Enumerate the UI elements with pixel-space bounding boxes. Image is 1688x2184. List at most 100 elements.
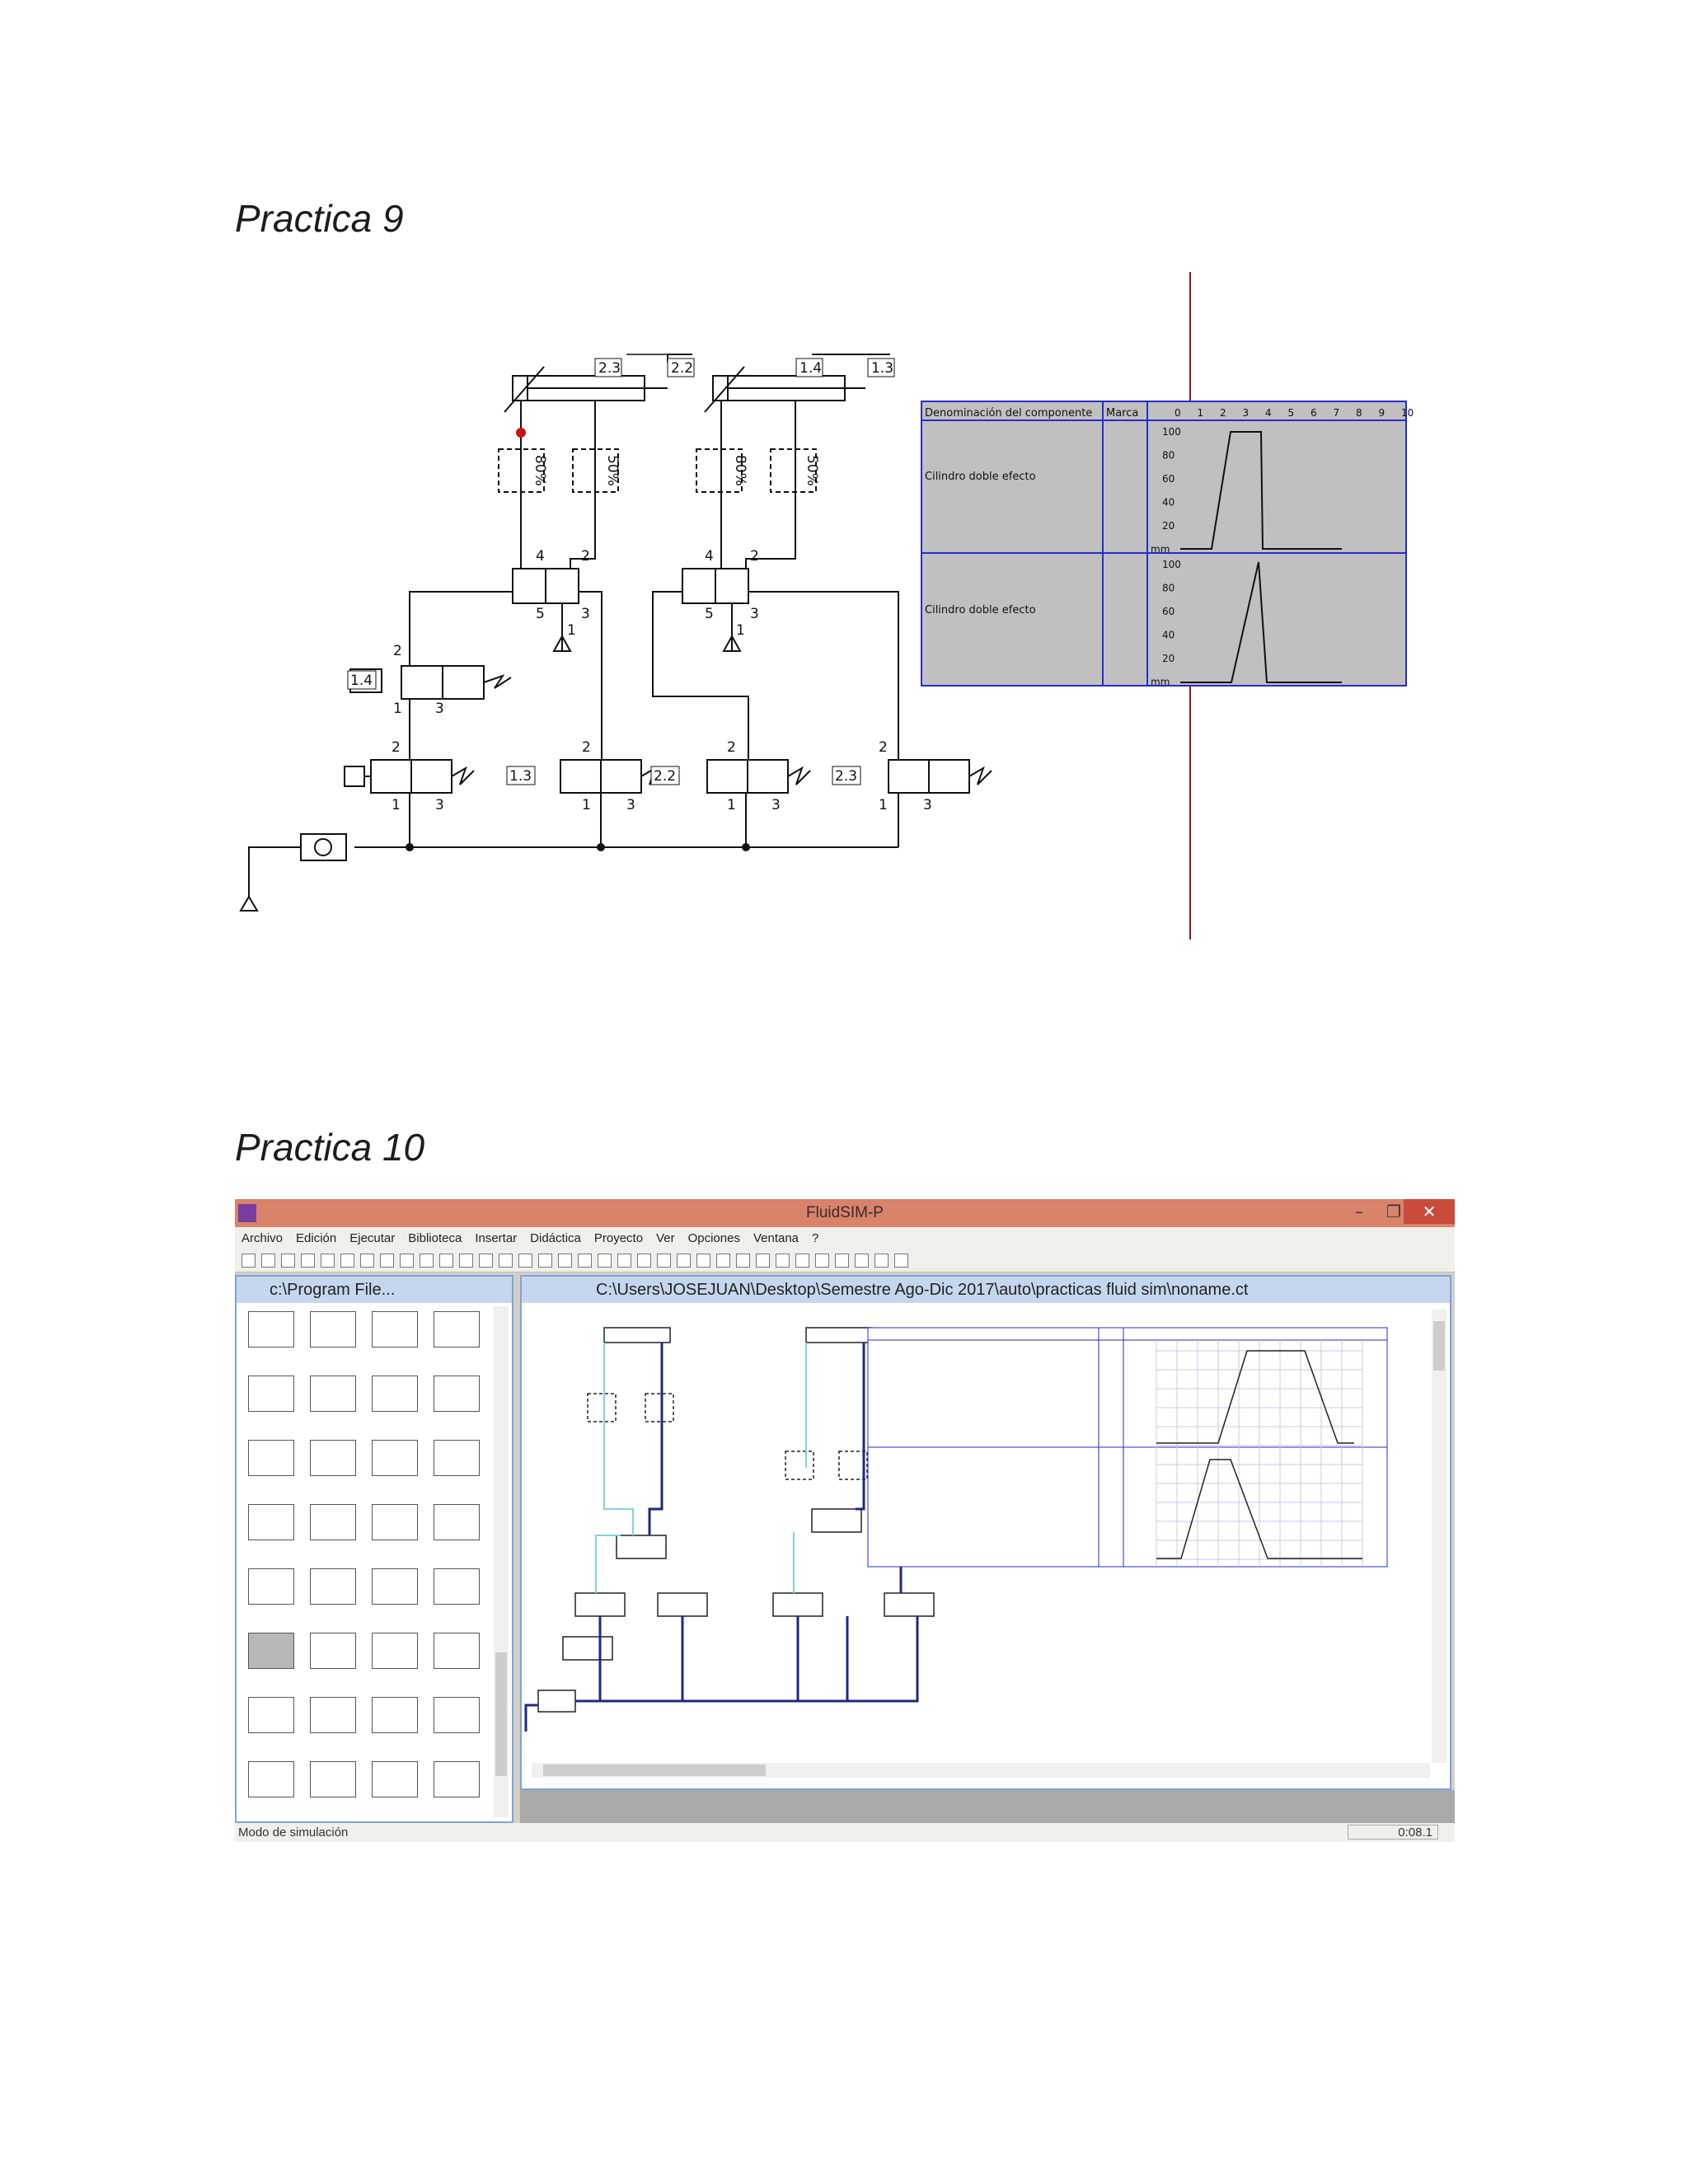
toolbar-button-icon[interactable] [321, 1254, 335, 1268]
menu-insertar[interactable]: Insertar [475, 1230, 518, 1245]
library-component[interactable] [427, 1306, 485, 1367]
library-component[interactable] [365, 1756, 423, 1817]
toolbar-button-icon[interactable] [301, 1254, 315, 1268]
circuit-vscrollbar[interactable] [1432, 1310, 1447, 1763]
library-component[interactable] [303, 1756, 361, 1817]
library-component[interactable] [427, 1371, 485, 1432]
toolbar-button-icon[interactable] [815, 1254, 829, 1268]
library-component[interactable] [427, 1692, 485, 1753]
toolbar-button-icon[interactable] [776, 1254, 790, 1268]
library-component[interactable] [365, 1692, 423, 1753]
library-component[interactable] [241, 1692, 299, 1753]
menu-ventana[interactable]: Ventana [753, 1230, 799, 1245]
toolbar-button-icon[interactable] [499, 1254, 513, 1268]
library-component[interactable] [365, 1306, 423, 1367]
component-symbol-icon [434, 1311, 480, 1347]
valve-b3-port-1: 1 [727, 797, 736, 813]
library-component[interactable] [427, 1499, 485, 1560]
library-component[interactable] [303, 1628, 361, 1689]
toolbar-button-icon[interactable] [617, 1254, 631, 1268]
library-component[interactable] [303, 1306, 361, 1367]
toolbar-button-icon[interactable] [420, 1254, 434, 1268]
toolbar-button-icon[interactable] [736, 1254, 750, 1268]
toolbar-button-icon[interactable] [835, 1254, 849, 1268]
minimize-button[interactable]: – [1355, 1202, 1363, 1221]
menu-ver[interactable]: Ver [656, 1230, 675, 1245]
library-component[interactable] [365, 1435, 423, 1496]
embedded-row1-curve [1156, 1350, 1354, 1444]
toolbar-button-icon[interactable] [795, 1254, 809, 1268]
library-window: c:\Program File... [235, 1275, 513, 1823]
menu-bar: Archivo Edición Ejecutar Biblioteca Inse… [235, 1227, 1455, 1249]
circuit-hscrollbar[interactable] [532, 1763, 1430, 1778]
library-component[interactable] [303, 1371, 361, 1432]
toolbar-button-icon[interactable] [855, 1254, 869, 1268]
library-component[interactable] [303, 1563, 361, 1624]
library-component[interactable] [427, 1756, 485, 1817]
library-component[interactable] [241, 1499, 299, 1560]
toolbar-button-icon[interactable] [756, 1254, 770, 1268]
menu-help[interactable]: ? [812, 1230, 819, 1245]
toolbar-button-icon[interactable] [874, 1254, 889, 1268]
library-component[interactable] [241, 1756, 299, 1817]
toolbar-button-icon[interactable] [637, 1254, 651, 1268]
library-component[interactable] [241, 1563, 299, 1624]
toolbar-button-icon[interactable] [696, 1254, 710, 1268]
valve-left-port-1: 1 [567, 622, 576, 639]
library-component[interactable] [427, 1628, 485, 1689]
library-component[interactable] [365, 1499, 423, 1560]
toolbar-button-icon[interactable] [439, 1254, 453, 1268]
valve-b2-port-3: 3 [626, 797, 635, 813]
menu-didactica[interactable]: Didáctica [530, 1230, 581, 1245]
library-component[interactable] [241, 1435, 299, 1496]
library-component[interactable] [303, 1435, 361, 1496]
pneumatic-circuit-diagram: 2.3 2.2 1.4 1.3 80% 50% 80% 50% 4 2 5 3 … [239, 272, 1414, 940]
toolbar-button-icon[interactable] [538, 1254, 552, 1268]
restore-button[interactable]: ❐ [1386, 1202, 1401, 1221]
toolbar-button-icon[interactable] [400, 1254, 414, 1268]
toolbar-button-icon[interactable] [479, 1254, 493, 1268]
library-component[interactable] [365, 1563, 423, 1624]
component-symbol-icon [310, 1761, 356, 1797]
toolbar-button-icon[interactable] [518, 1254, 532, 1268]
menu-proyecto[interactable]: Proyecto [593, 1230, 644, 1245]
toolbar-button-icon[interactable] [241, 1254, 256, 1268]
valve-b3-port-2: 2 [727, 739, 736, 756]
toolbar-button-icon[interactable] [598, 1254, 612, 1268]
library-component[interactable] [241, 1306, 299, 1367]
toolbar-button-icon[interactable] [716, 1254, 730, 1268]
library-scrollbar[interactable] [494, 1306, 509, 1817]
time-tick: 5 [1288, 407, 1295, 419]
library-component[interactable] [241, 1371, 299, 1432]
library-component[interactable] [365, 1371, 423, 1432]
status-time: 0:08.1 [1348, 1825, 1438, 1840]
cyl-left-label-a: 2.3 [598, 360, 621, 377]
toolbar-button-icon[interactable] [558, 1254, 572, 1268]
library-component[interactable] [427, 1435, 485, 1496]
library-component[interactable] [427, 1563, 485, 1624]
menu-archivo[interactable]: Archivo [241, 1230, 284, 1245]
toolbar-button-icon[interactable] [657, 1254, 671, 1268]
menu-biblioteca[interactable]: Biblioteca [408, 1230, 462, 1245]
library-component[interactable] [365, 1628, 423, 1689]
menu-ejecutar[interactable]: Ejecutar [349, 1230, 396, 1245]
toolbar-button-icon[interactable] [281, 1254, 295, 1268]
practice-9-heading: Practica 9 [235, 197, 404, 240]
toolbar-button-icon[interactable] [380, 1254, 394, 1268]
circuit-canvas[interactable] [522, 1303, 1428, 1761]
toolbar-button-icon[interactable] [677, 1254, 691, 1268]
close-button[interactable]: ✕ [1404, 1199, 1455, 1224]
toolbar-button-icon[interactable] [578, 1254, 592, 1268]
library-component[interactable] [303, 1499, 361, 1560]
menu-edicion[interactable]: Edición [296, 1230, 337, 1245]
toolbar-button-icon[interactable] [360, 1254, 374, 1268]
valve-left-port-4: 4 [536, 548, 545, 565]
menu-opciones[interactable]: Opciones [687, 1230, 740, 1245]
library-component[interactable] [303, 1692, 361, 1753]
library-component[interactable] [241, 1628, 299, 1689]
toolbar-button-icon[interactable] [340, 1254, 354, 1268]
valve-right-port-2: 2 [750, 548, 759, 565]
toolbar-button-icon[interactable] [261, 1254, 275, 1268]
toolbar-button-icon[interactable] [894, 1254, 908, 1268]
toolbar-button-icon[interactable] [459, 1254, 473, 1268]
